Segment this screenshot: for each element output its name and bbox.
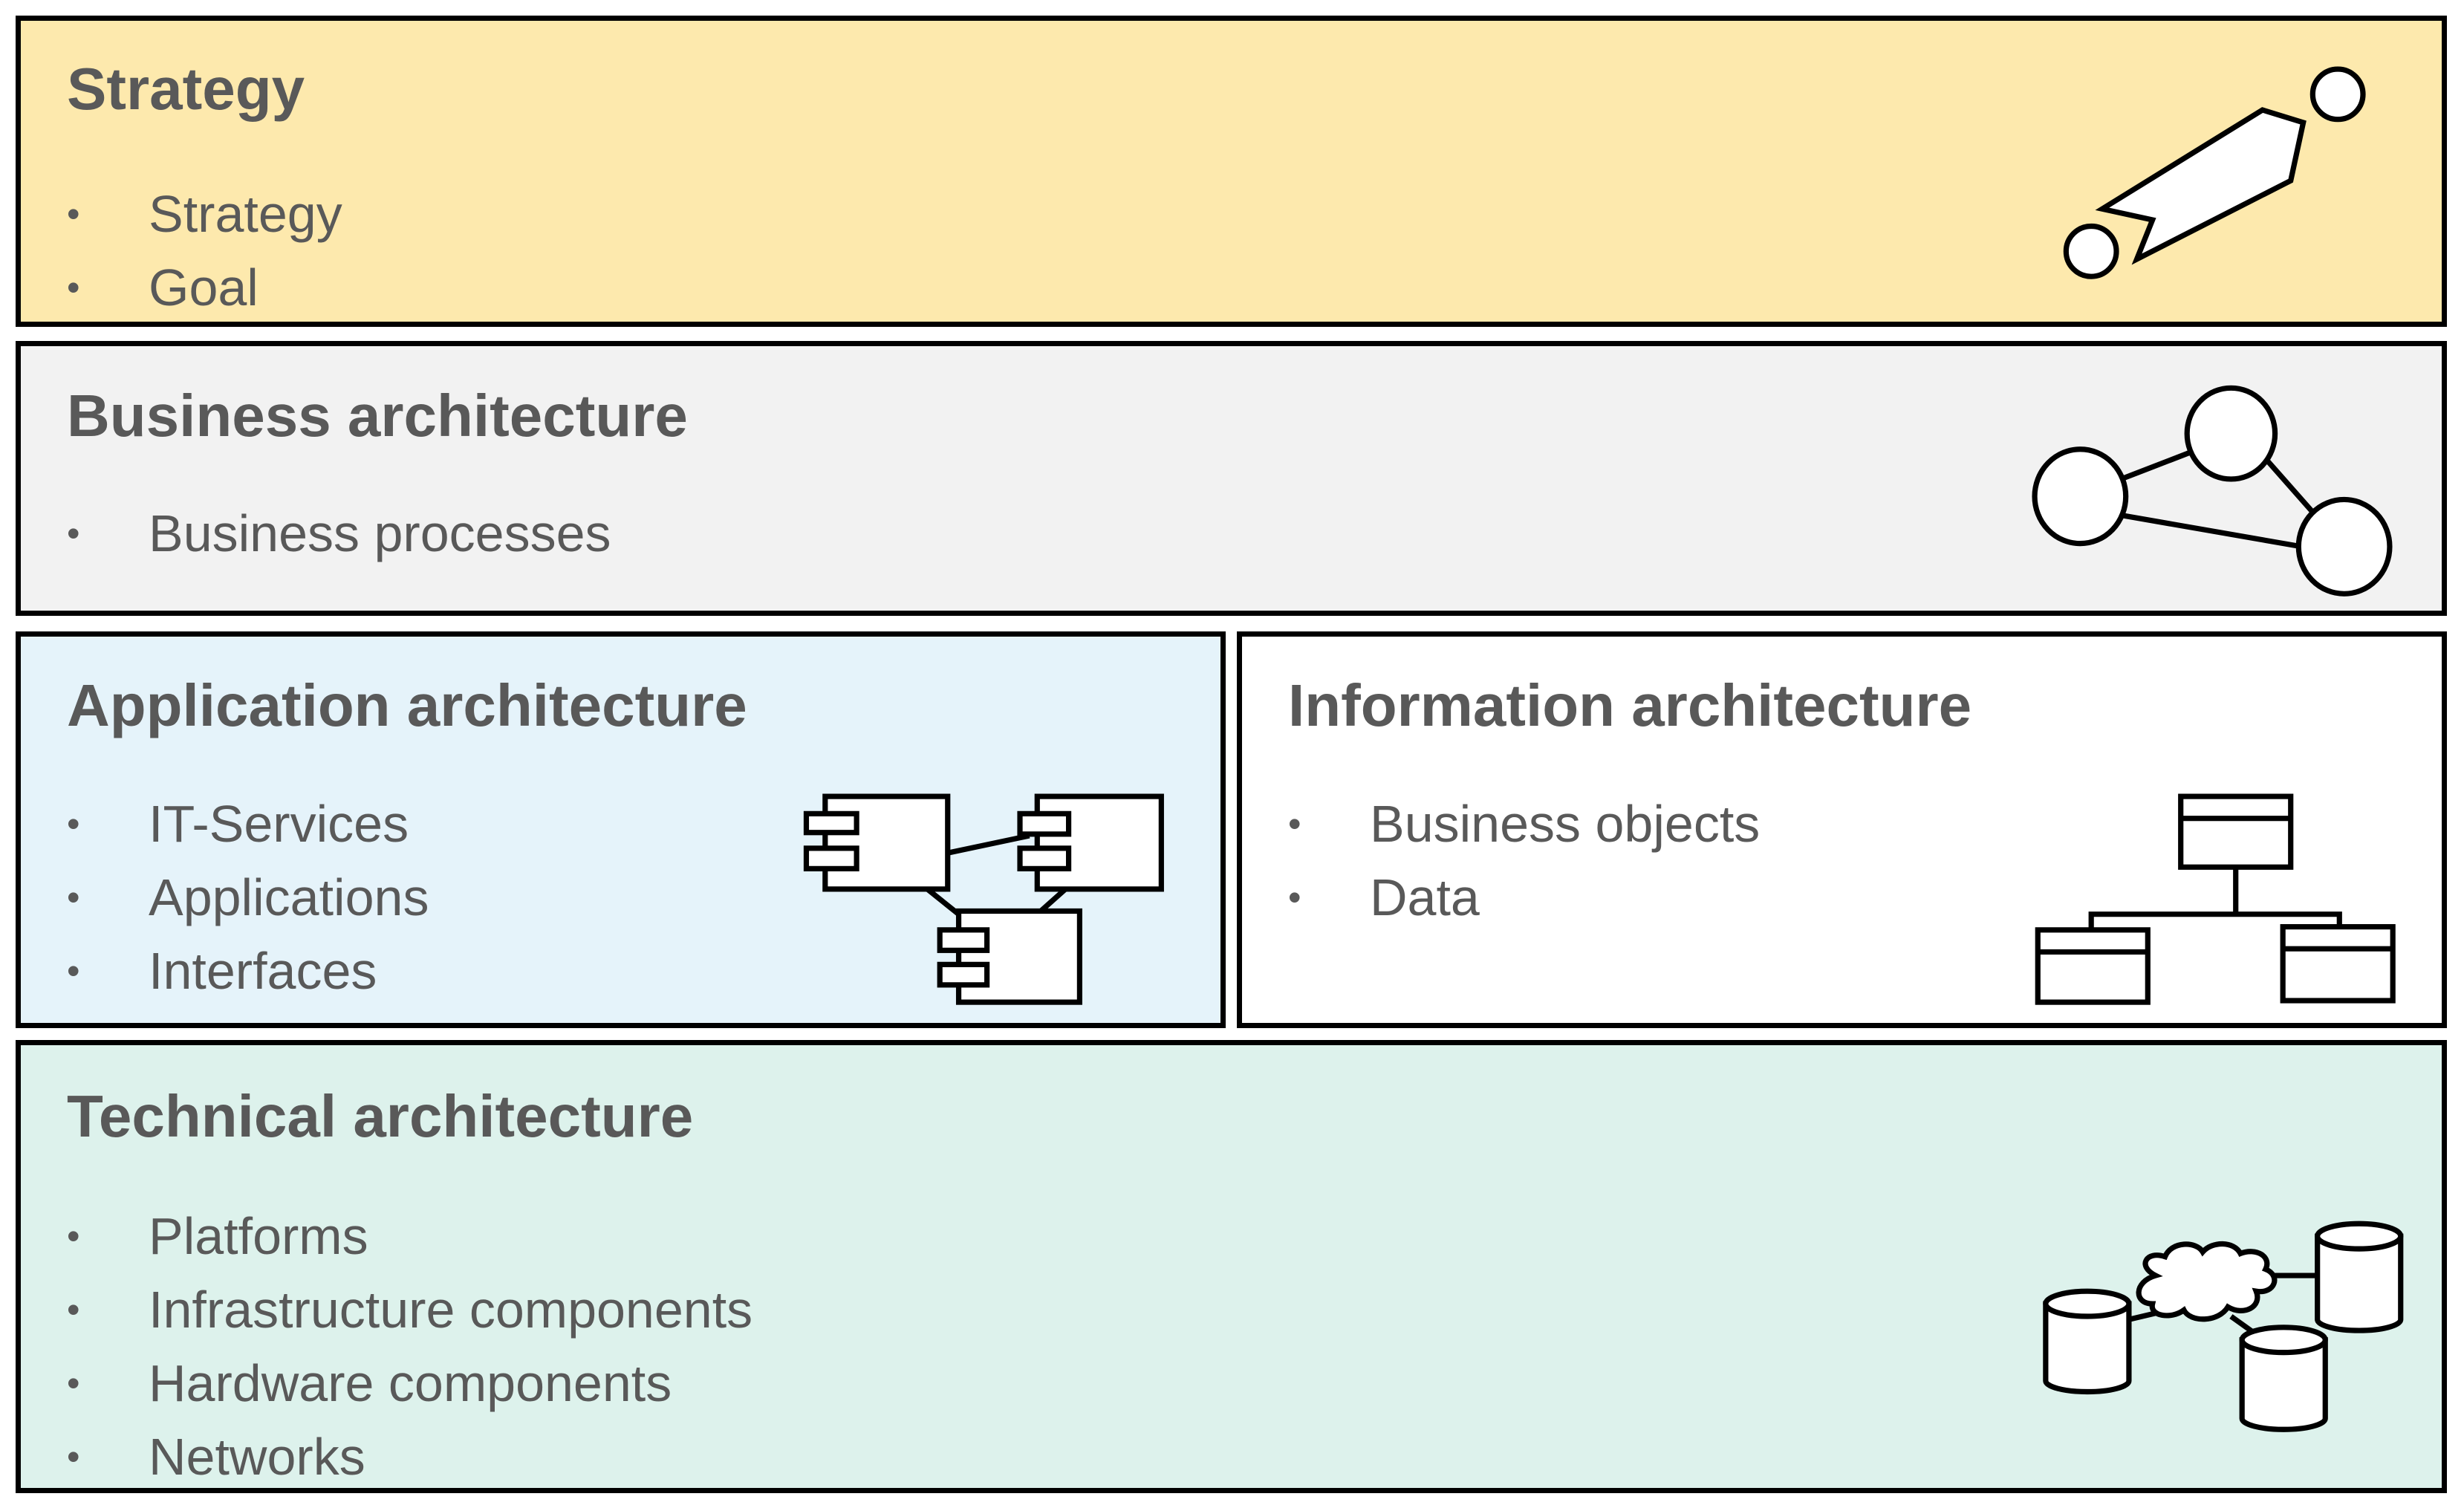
list-item: Business objects — [1288, 787, 1760, 861]
list-item: Hardware components — [67, 1347, 752, 1420]
list-item: Infrastructure components — [67, 1273, 752, 1347]
layer-title: Application architecture — [67, 672, 747, 738]
bullet-list: IT-Services Applications Interfaces — [67, 787, 429, 1008]
layer-title: Strategy — [67, 56, 305, 122]
bullet-list: Business objects Data — [1288, 787, 1760, 935]
list-item: Strategy — [67, 178, 342, 251]
bullet-list: Strategy Goal — [67, 178, 342, 325]
information-layer: Information architecture Business object… — [1237, 631, 2447, 1028]
list-item: Business processes — [67, 497, 611, 571]
list-item: IT-Services — [67, 787, 429, 861]
list-item: Networks — [67, 1420, 752, 1494]
list-item: Data — [1288, 861, 1760, 935]
layer-title: Information architecture — [1288, 672, 1972, 738]
bullet-list: Platforms Infrastructure components Hard… — [67, 1200, 752, 1494]
layer-title: Technical architecture — [67, 1083, 694, 1149]
list-item: Goal — [67, 251, 342, 325]
business-layer: Business architecture Business processes — [16, 341, 2447, 616]
bullet-list: Business processes — [67, 497, 611, 571]
list-item: Platforms — [67, 1200, 752, 1273]
list-item: Applications — [67, 861, 429, 935]
technical-layer: Technical architecture Platforms Infrast… — [16, 1040, 2447, 1494]
layer-title: Business architecture — [67, 383, 688, 449]
strategy-layer: Strategy Strategy Goal — [16, 16, 2447, 327]
application-layer: Application architecture IT-Services App… — [16, 631, 1226, 1028]
list-item: Interfaces — [67, 935, 429, 1008]
